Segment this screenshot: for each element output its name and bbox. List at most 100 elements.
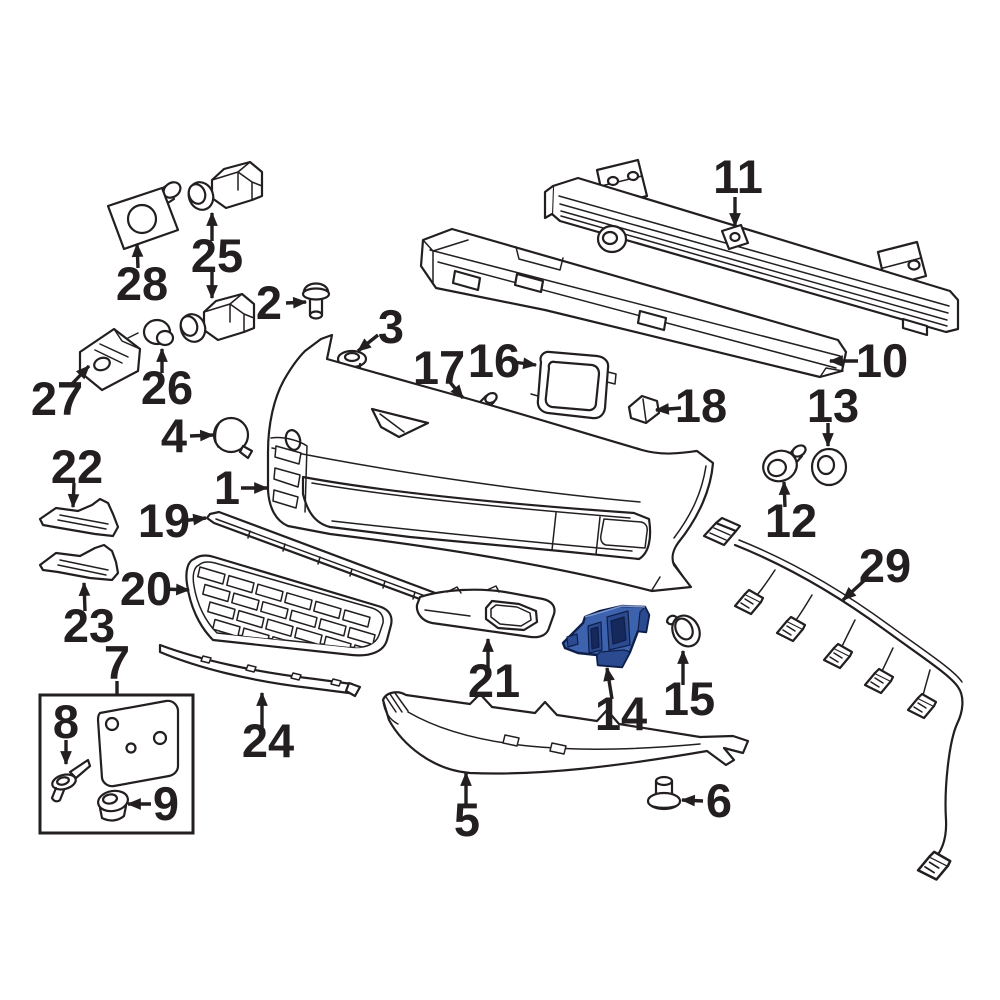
callout-number: 24 xyxy=(242,714,294,767)
callout-park-assist-sensor: 25 xyxy=(191,211,243,300)
callout-energy-absorber: 10 xyxy=(828,334,908,387)
part-1-bumper-cover xyxy=(266,333,715,593)
part-13-impact-bar-grommet xyxy=(810,447,848,487)
callout-fog-lamp-bezel: 21 xyxy=(468,637,520,707)
part-22-air-deflector-left xyxy=(38,497,120,538)
grille-slat xyxy=(226,574,255,594)
callout-number: 5 xyxy=(454,793,480,846)
callout-number: 28 xyxy=(116,257,168,310)
harness-connector xyxy=(863,667,895,695)
part-12-impact-bar-screw xyxy=(762,444,807,483)
callout-arrow xyxy=(163,583,191,596)
callout-wedge-clip: 18 xyxy=(654,379,727,432)
callout-air-deflector-right: 23 xyxy=(63,581,115,652)
callout-push-retainer: 15 xyxy=(663,649,715,725)
part-26-sensor-grommet xyxy=(142,318,175,347)
callout-number: 9 xyxy=(153,777,179,830)
callout-number: 4 xyxy=(161,409,187,462)
callout-number: 29 xyxy=(859,539,911,592)
part-2-screw xyxy=(301,282,331,320)
part-11-impact-bar xyxy=(543,158,960,337)
grille-slat xyxy=(313,600,342,620)
part-28-sensor-retainer-plate xyxy=(106,181,182,251)
callout-number: 21 xyxy=(468,654,520,707)
callout-number: 17 xyxy=(413,341,465,394)
callout-license-bracket-screw: 8 xyxy=(53,695,79,766)
callout-number: 23 xyxy=(63,599,115,652)
callout-number: 2 xyxy=(256,276,282,329)
callout-arrow xyxy=(78,581,91,612)
part-5-lower-spoiler xyxy=(381,691,750,775)
grille-slat xyxy=(207,601,236,620)
callout-impact-bar-screw: 12 xyxy=(765,480,817,547)
grille-slat xyxy=(265,618,294,637)
callout-arrow xyxy=(654,403,682,415)
grille-slat xyxy=(284,592,313,611)
callout-arrow xyxy=(285,296,308,309)
part-18-wedge-clip xyxy=(627,394,661,425)
grille-slat xyxy=(255,583,284,602)
callout-number: 16 xyxy=(468,334,520,387)
callout-sensor-bracket: 27 xyxy=(31,364,91,425)
callout-arrow xyxy=(131,242,144,269)
callout-arrow xyxy=(356,333,380,353)
callout-license-bracket-kit: 7 xyxy=(104,636,130,695)
grille-slat xyxy=(318,618,347,637)
part-20-lower-grille xyxy=(185,554,393,680)
callout-number: 22 xyxy=(51,440,103,493)
callout-arrow xyxy=(180,513,208,526)
part-23-air-deflector-right xyxy=(38,543,120,582)
callout-license-bracket-nut: 9 xyxy=(126,777,179,830)
part-7-license-bracket-kit xyxy=(38,693,195,835)
license-plate-bracket xyxy=(96,699,180,788)
callout-arrow xyxy=(512,357,538,370)
callout-impact-bar-grommet: 13 xyxy=(807,379,859,448)
callout-number: 27 xyxy=(31,372,83,425)
callout-sensor-wiring-harness: 29 xyxy=(841,539,911,602)
harness-connector xyxy=(775,615,807,643)
callout-arrow xyxy=(603,666,615,700)
callout-number: 19 xyxy=(138,494,190,547)
callout-number: 8 xyxy=(53,695,79,748)
callout-number: 20 xyxy=(120,562,172,615)
callout-number: 13 xyxy=(807,379,859,432)
grille-slat xyxy=(202,583,231,603)
grille-slat xyxy=(289,609,318,629)
callout-arrow xyxy=(189,429,215,442)
callout-center-support-bracket: 16 xyxy=(468,334,538,387)
harness-connector xyxy=(733,588,765,616)
part-9-license-bracket-nut xyxy=(97,789,129,822)
grille-slat xyxy=(329,654,356,671)
callout-number: 15 xyxy=(663,672,715,725)
part-4-access-cap xyxy=(212,416,254,460)
callout-air-deflector-left: 22 xyxy=(51,440,103,509)
part-14-side-support-bracket xyxy=(561,604,651,669)
callout-lower-trim-molding: 24 xyxy=(242,691,294,767)
callout-access-cap: 4 xyxy=(161,409,215,462)
callout-number: 14 xyxy=(595,687,647,740)
part-24-lower-trim-molding xyxy=(158,643,362,698)
callout-number: 12 xyxy=(765,494,817,547)
part-8-license-bracket-screw xyxy=(50,758,92,803)
callout-bumper-cover: 1 xyxy=(214,461,269,514)
callout-side-support-bracket: 14 xyxy=(595,666,647,740)
callout-number: 25 xyxy=(191,229,243,282)
callout-arrow xyxy=(778,480,791,508)
grille-slat xyxy=(231,592,260,611)
callout-arrow xyxy=(69,364,91,387)
callout-number: 18 xyxy=(675,379,727,432)
grille-slat xyxy=(197,566,226,585)
grille-slat xyxy=(236,609,265,629)
callout-lower-grille: 20 xyxy=(120,562,191,615)
callout-number: 3 xyxy=(378,300,404,353)
callout-screw: 2 xyxy=(256,276,308,329)
part-21-fog-lamp-bezel xyxy=(415,585,556,639)
grille-slat xyxy=(260,600,289,620)
grille-slat xyxy=(358,663,385,680)
callout-spacer-grommet: 3 xyxy=(356,300,404,353)
part-25-park-assist-sensor xyxy=(187,160,264,211)
grille-slat xyxy=(342,609,371,628)
part-25-park-assist-sensor-2 xyxy=(175,292,256,347)
